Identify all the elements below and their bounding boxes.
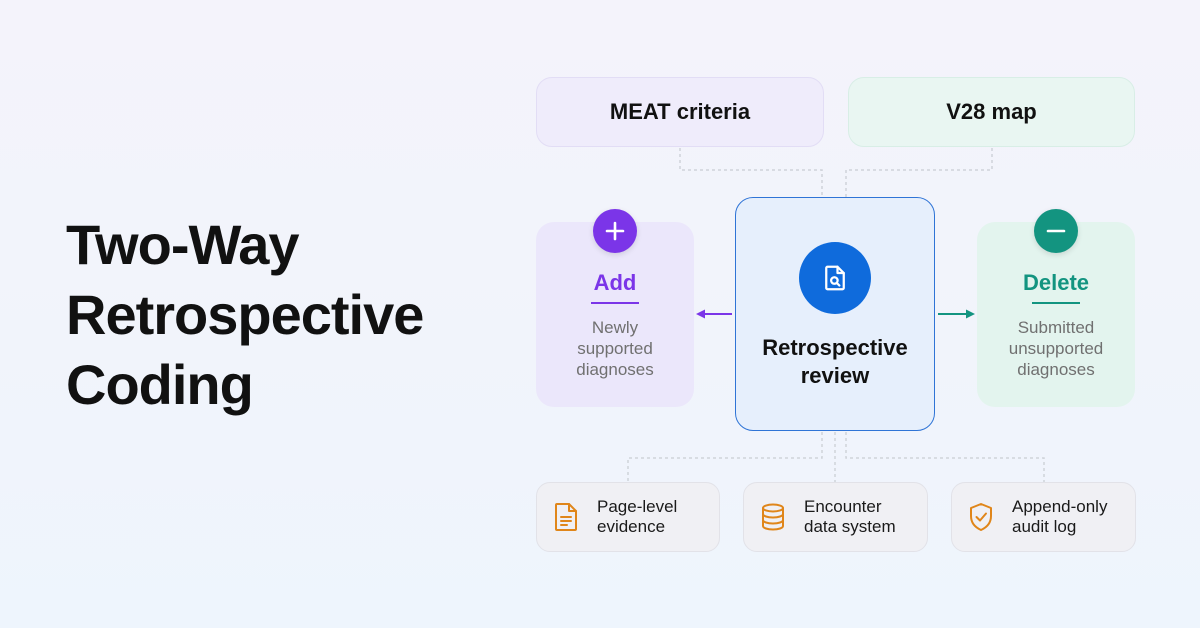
meat-criteria-label: MEAT criteria [609, 99, 751, 124]
page-title: Two-Way Retrospective Coding [66, 210, 506, 420]
audit-log-label: Append-only audit log [1012, 497, 1107, 537]
delete-description: Submitted unsupported diagnoses [985, 317, 1127, 380]
plus-icon [593, 209, 637, 253]
add-arrow [696, 309, 732, 319]
add-description: Newly supported diagnoses [544, 317, 686, 380]
audit-line-1: Append-only [1012, 497, 1108, 516]
delete-arrow [938, 309, 975, 319]
title-line-3: Coding [66, 353, 254, 416]
add-desc-line-2: supported [577, 339, 653, 358]
delete-card: Delete Submitted unsupported diagnoses [977, 209, 1135, 407]
add-card: Add Newly supported diagnoses [536, 209, 694, 407]
add-underline [591, 302, 639, 304]
v28-connector [845, 148, 993, 197]
center-line-1: Retrospective [762, 335, 908, 360]
center-line-2: review [800, 363, 870, 388]
database-icon [762, 503, 784, 531]
delete-desc-line-3: diagnoses [1017, 360, 1095, 379]
shield-check-icon [970, 503, 992, 531]
delete-label: Delete [1022, 270, 1090, 295]
evidence-label: Page-level evidence [597, 497, 677, 537]
add-desc-line-3: diagnoses [576, 360, 654, 379]
add-label: Add [593, 270, 637, 295]
document-icon [555, 503, 577, 531]
v28-map-box: V28 map [848, 77, 1135, 147]
minus-icon [1034, 209, 1078, 253]
retrospective-review-card: Retrospective review [735, 197, 935, 431]
retrospective-review-label: Retrospective review [736, 334, 934, 390]
delete-desc-line-2: unsupported [1008, 339, 1104, 358]
delete-desc-line-1: Submitted [1017, 318, 1095, 337]
encounter-line-2: data system [804, 517, 896, 536]
audit-line-2: audit log [1012, 517, 1077, 536]
title-line-1: Two-Way [66, 213, 300, 276]
meat-connector [679, 148, 823, 197]
title-line-2: Retrospective [66, 283, 424, 346]
evidence-line-1: Page-level [597, 497, 678, 516]
append-only-audit-log-box: Append-only audit log [951, 482, 1136, 552]
document-search-icon [799, 242, 871, 314]
meat-criteria-box: MEAT criteria [536, 77, 824, 147]
evidence-connector [627, 432, 823, 482]
encounter-label: Encounter data system [804, 497, 896, 537]
add-desc-line-1: Newly [591, 318, 639, 337]
encounter-data-system-box: Encounter data system [743, 482, 928, 552]
page-level-evidence-box: Page-level evidence [536, 482, 720, 552]
encounter-line-1: Encounter [804, 497, 882, 516]
audit-connector [845, 432, 1045, 482]
evidence-line-2: evidence [597, 517, 666, 536]
delete-underline [1032, 302, 1080, 304]
v28-map-label: V28 map [946, 99, 1037, 124]
